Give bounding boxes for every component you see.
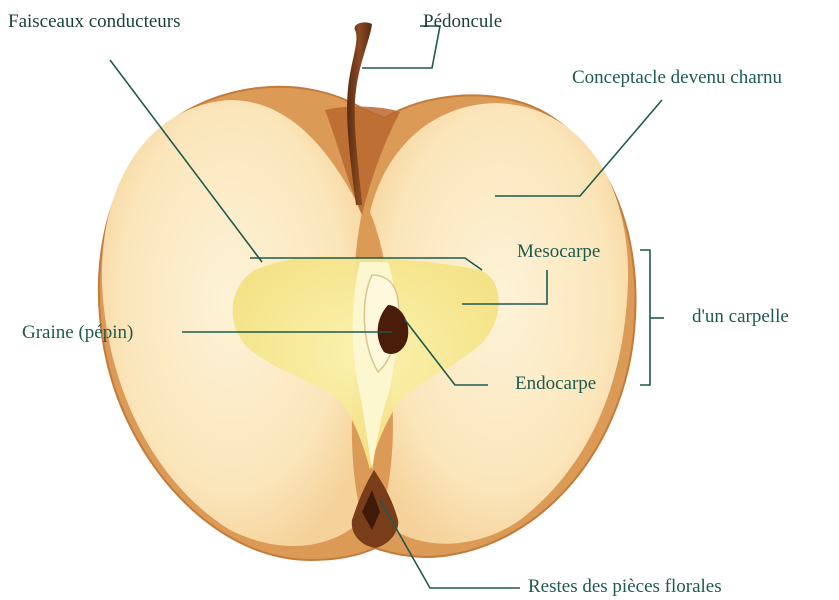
label-endocarpe: Endocarpe: [515, 374, 596, 393]
label-restes: Restes des pièces florales: [528, 577, 722, 596]
carpelle-bracket: [640, 250, 650, 385]
label-conceptacle: Conceptacle devenu charnu: [572, 68, 782, 87]
leader-pedoncule: [362, 26, 440, 68]
label-faisceaux-conducteurs: Faisceaux conducteurs: [8, 12, 181, 31]
label-pedoncule: Pédoncule: [423, 12, 502, 31]
label-graine: Graine (pépin): [22, 323, 133, 342]
label-mesocarpe: Mesocarpe: [517, 242, 600, 261]
label-carpelle: d'un carpelle: [692, 307, 789, 326]
